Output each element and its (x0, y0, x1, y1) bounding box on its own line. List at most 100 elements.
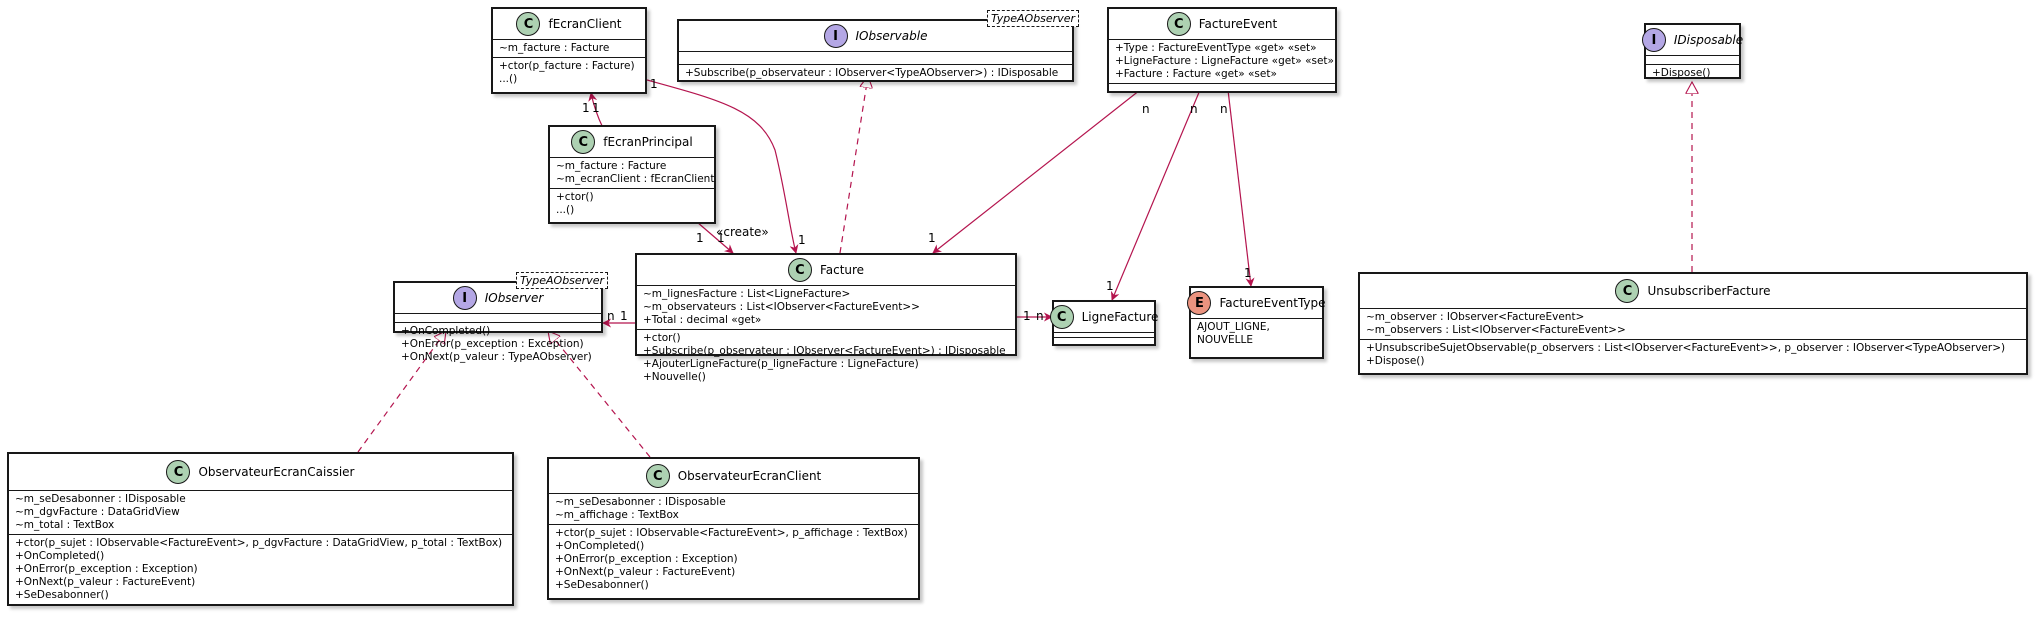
class-factureevent[interactable]: C FactureEvent +Type : FactureEventType … (1107, 7, 1337, 93)
class-fecranprincipal[interactable]: C fEcranPrincipal ~m_facture : Facture ~… (548, 125, 716, 224)
method: ...() (499, 73, 518, 85)
realization-client-iobserver (548, 331, 651, 458)
interface-badge-icon: I (1641, 28, 1666, 52)
assoc-factureevent-lignefacture (1110, 89, 1201, 301)
class-facture[interactable]: C Facture ~m_lignesFacture : List<LigneF… (635, 253, 1017, 383)
interface-iobservable[interactable]: I IObservable TypeAObserver +Subscribe(p… (677, 10, 1079, 82)
class-fecranclient[interactable]: C fEcranClient ~m_facture : Facture +cto… (491, 7, 647, 94)
methods-section: +ctor(p_sujet : IObservable<FactureEvent… (9, 534, 512, 604)
method: +ctor() (643, 332, 681, 344)
attribute: ~m_facture : Facture (556, 160, 667, 172)
attributes-section (679, 51, 1072, 64)
class-header: I IObserver TypeAObserver (395, 272, 608, 313)
assoc-factureevent-factureeventtype (1227, 89, 1255, 287)
class-header: C fEcranPrincipal (550, 127, 714, 157)
attribute: +LigneFacture : LigneFacture «get» «set» (1115, 55, 1334, 67)
mult-label: 1 (1106, 279, 1114, 293)
mult-label: 1 (1023, 309, 1031, 323)
method: +OnError(p_exception : Exception) (401, 338, 584, 350)
method: +Dispose() (1652, 67, 1711, 79)
mult-label: n (1220, 102, 1228, 116)
method: +OnNext(p_valeur : TypeAObserver) (401, 351, 592, 363)
methods-section: +ctor() ...() (550, 188, 714, 219)
interface-iobserver[interactable]: I IObserver TypeAObserver +OnCompleted()… (393, 272, 608, 363)
enum-literal: NOUVELLE (1197, 334, 1253, 346)
method: +AjouterLigneFacture(p_ligneFacture : Li… (643, 358, 919, 370)
attributes-section: ~m_seDesabonner : IDisposable ~m_afficha… (549, 493, 918, 524)
method: +ctor(p_sujet : IObservable<FactureEvent… (555, 527, 908, 539)
method: +ctor(p_facture : Facture) (499, 60, 635, 72)
attribute: ~m_observer : IObserver<FactureEvent> (1366, 311, 1585, 323)
mult-label: 1 (696, 231, 704, 245)
class-badge-icon: C (1166, 12, 1191, 36)
mult-label: 1 (717, 231, 725, 245)
methods-section: +Dispose() (1646, 64, 1739, 82)
methods-section: +UnsubscribeSujetObservable(p_observers … (1360, 339, 2026, 370)
methods-section: +OnCompleted() +OnError(p_exception : Ex… (395, 322, 601, 366)
method: +SeDesabonner() (15, 589, 109, 601)
attribute: +Total : decimal «get» (643, 314, 762, 326)
class-lignefacture[interactable]: C LigneFacture (1049, 300, 1159, 346)
method: +Dispose() (1366, 355, 1425, 367)
assoc-factureevent-facture (932, 89, 1141, 254)
class-header: C Facture (637, 255, 1015, 285)
attribute: ~m_ecranClient : fEcranClient (556, 173, 715, 185)
class-observateurecrancaissier[interactable]: C ObservateurEcranCaissier ~m_seDesabonn… (7, 452, 514, 606)
realization-facture-iobservable (839, 76, 868, 254)
methods-section: +ctor(p_facture : Facture) ...() (493, 57, 645, 88)
methods-section: +Subscribe(p_observateur : IObserver<Typ… (679, 64, 1072, 82)
class-name: FactureEvent (1198, 17, 1278, 31)
class-header: C UnsubscriberFacture (1360, 274, 2026, 308)
attributes-section: ~m_facture : Facture ~m_ecranClient : fE… (550, 157, 714, 188)
methods-section: +ctor(p_sujet : IObservable<FactureEvent… (549, 524, 918, 594)
mult-label: n (1036, 309, 1044, 323)
generic-parameter: TypeAObserver (986, 10, 1079, 27)
class-header: C fEcranClient (493, 9, 645, 39)
method: +SeDesabonner() (555, 579, 649, 591)
class-unsubscriberfacture[interactable]: C UnsubscriberFacture ~m_observer : IObs… (1358, 272, 2028, 375)
attribute: ~m_affichage : TextBox (555, 509, 679, 521)
class-header: C FactureEvent (1109, 9, 1335, 39)
method: +UnsubscribeSujetObservable(p_observers … (1366, 342, 2006, 354)
attribute: ~m_seDesabonner : IDisposable (15, 493, 186, 505)
class-name: fEcranClient (548, 17, 622, 31)
method: +OnCompleted() (15, 550, 105, 562)
methods-section (1109, 83, 1335, 96)
class-name: FactureEventType (1219, 296, 1326, 310)
class-header: I IDisposable (1641, 25, 1743, 55)
method: +Subscribe(p_observateur : IObserver<Typ… (685, 67, 1059, 79)
class-badge-icon: C (1615, 279, 1640, 303)
attributes-section (1054, 332, 1154, 337)
class-header: I IObservable TypeAObserver (679, 10, 1079, 51)
class-badge-icon: C (166, 460, 191, 484)
method: +OnCompleted() (555, 540, 645, 552)
attribute: +Facture : Facture «get» «set» (1115, 68, 1277, 80)
attributes-section (1646, 55, 1739, 64)
method: +OnError(p_exception : Exception) (15, 563, 198, 575)
mult-label: n (1190, 102, 1198, 116)
mult-label: 1 (592, 101, 600, 115)
mult-label: 1 (650, 77, 658, 91)
class-name: Facture (819, 263, 865, 277)
generic-parameter: TypeAObserver (515, 272, 608, 289)
method: +ctor() (556, 191, 594, 203)
class-badge-icon: C (571, 130, 596, 154)
attributes-section: ~m_facture : Facture (493, 39, 645, 57)
class-name: UnsubscriberFacture (1647, 284, 1771, 298)
enum-factureeventtype[interactable]: E FactureEventType AJOUT_LIGNE, NOUVELLE (1187, 286, 1326, 359)
interface-badge-icon: I (823, 24, 848, 48)
attribute: ~m_lignesFacture : List<LigneFacture> (643, 288, 851, 300)
class-name: IObservable (855, 29, 928, 43)
attribute: ~m_observers : List<IObserver<FactureEve… (1366, 324, 1626, 336)
interface-idisposable[interactable]: I IDisposable +Dispose() (1641, 23, 1743, 82)
class-name: LigneFacture (1081, 310, 1159, 324)
mult-label: 1 (928, 231, 936, 245)
attribute: ~m_seDesabonner : IDisposable (555, 496, 726, 508)
class-name: IObserver (484, 291, 544, 305)
class-observateurecranclient[interactable]: C ObservateurEcranClient ~m_seDesabonner… (547, 457, 920, 600)
class-name: ObservateurEcranClient (677, 469, 822, 483)
class-header: C ObservateurEcranClient (549, 459, 918, 493)
attribute: ~m_facture : Facture (499, 42, 610, 54)
methods-section: +ctor() +Subscribe(p_observateur : IObse… (637, 329, 1015, 386)
